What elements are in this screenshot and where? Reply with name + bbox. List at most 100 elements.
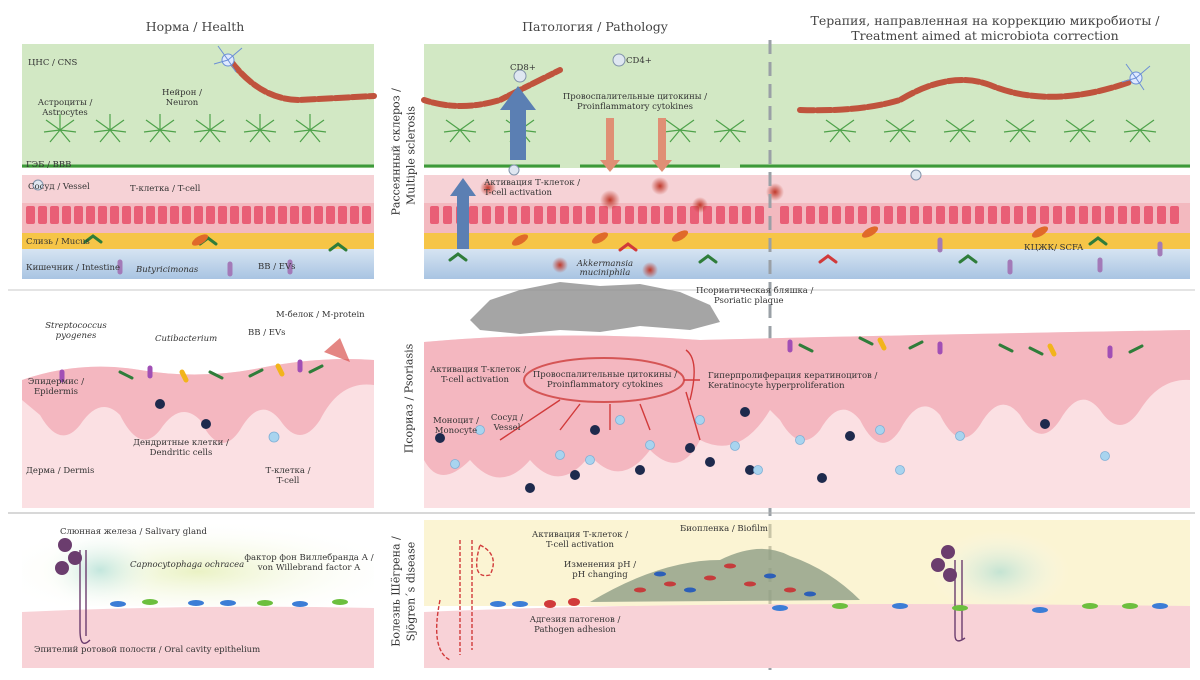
skin-pathology-panel — [424, 330, 1190, 508]
epidermis-layer-pathology — [424, 330, 1190, 478]
label-akkermansia-1: Akkermansia — [576, 259, 634, 269]
oral-bacteria — [110, 600, 1168, 613]
label-monocyte-1: Моноцит / — [432, 416, 479, 426]
label-tcell-activation-2: T-cell activation — [484, 188, 552, 198]
neuron-cell-bodies — [213, 45, 1151, 91]
label-sj-tcell-activation-1: Активация Т-клеток / — [531, 530, 629, 540]
label-capnocytophaga: Capnocytophaga ochracea — [130, 560, 245, 570]
skin-bacteria — [59, 336, 1144, 383]
label-salivary-gland: Слюнная железа / Salivary gland — [60, 527, 207, 537]
label-dendritic-1: Дендритные клетки / — [133, 438, 229, 448]
label-plaque-1: Псориатическая бляшка / — [696, 286, 814, 296]
label-epidermis-2: Epidermis — [33, 387, 79, 397]
label-evs-skin: ВВ / EVs — [248, 328, 286, 338]
label-cutibacterium: Cutibacterium — [155, 334, 218, 344]
label-pso-vessel-2: Vessel — [493, 423, 521, 433]
label-cd4: CD4+ — [626, 56, 652, 66]
akkermansia-icons — [191, 226, 1049, 246]
oral-pathology-panel — [424, 520, 1190, 668]
label-butyricimonas: Butyricimonas — [136, 265, 199, 275]
astrocyte-icons — [43, 114, 1157, 143]
label-evs: ВВ / EVs — [258, 262, 296, 272]
label-vwf-1: фактор фон Виллебранда А / — [244, 553, 374, 563]
oral-epithelium — [22, 606, 374, 668]
label-scfa: КЦЖК/ SCFA — [1024, 243, 1084, 253]
gut-bacteria — [83, 234, 1163, 277]
enterocytes-pathology — [430, 206, 1179, 224]
label-tcell-skin-1: Т-клетка / — [265, 466, 311, 476]
salivary-gland-icons — [55, 538, 957, 582]
ms-health-panel — [22, 44, 374, 279]
label-m-protein: М-белок / M-protein — [276, 310, 365, 320]
row-label-sjogren-2: Sjögren´s disease — [404, 541, 418, 642]
skin-health-panel — [22, 359, 374, 508]
label-pso-cytokines-2: Proinflammatory cytokines — [547, 380, 663, 390]
neuron-axons — [227, 57, 1133, 114]
vessel-area — [22, 175, 374, 203]
epidermis-layer — [22, 359, 374, 443]
enterocytes — [26, 206, 371, 224]
dendritic-cell-icons — [155, 399, 1050, 493]
label-sj-tcell-activation-2: T-cell activation — [546, 540, 614, 550]
label-pso-tcell-activation-1: Активация Т-клеток / — [430, 365, 527, 375]
label-monocyte-2: Monocyte — [434, 426, 478, 436]
ms-arrows — [450, 86, 672, 249]
label-cytokines-1: Провоспалительные цитокины / — [562, 92, 708, 102]
psoriatic-plaque — [470, 282, 720, 334]
label-adhesion-1: Адгезия патогенов / — [529, 615, 621, 625]
label-plaque-2: Psoriatic plaque — [714, 296, 784, 306]
label-astrocytes-2: Astrocytes — [42, 108, 88, 118]
label-streptococcus-2: pyogenes — [55, 331, 97, 341]
label-dendritic-2: Dendritic cells — [149, 448, 213, 458]
t-cell-skin-icons — [268, 415, 1110, 475]
label-pso-tcell-activation-2: T-cell activation — [441, 375, 509, 385]
label-cytokines-2: Proinflammatory cytokines — [577, 102, 693, 112]
header-health: Норма / Health — [145, 19, 245, 34]
label-tcell-skin-2: T-cell — [276, 476, 300, 486]
t-cell-icons — [32, 53, 922, 191]
label-pso-vessel-1: Сосуд / — [490, 413, 524, 423]
label-dermis: Дерма / Dermis — [26, 466, 95, 476]
oral-bacteria-green — [142, 599, 1138, 611]
label-hyperproliferation-1: Гиперпролиферация кератиноцитов / — [708, 371, 878, 381]
cytokine-blobs — [480, 177, 784, 278]
label-pso-cytokines-1: Провоспалительные цитокины / — [532, 370, 678, 380]
row-label-psoriasis: Псориаз / Psoriasis — [402, 343, 416, 454]
header-therapy-line1: Терапия, направленная на коррекцию микро… — [810, 13, 1160, 28]
label-epidermis-1: Эпидермис / — [27, 377, 85, 387]
label-astrocytes-1: Астроциты / — [37, 98, 93, 108]
ms-pathology-panel — [424, 44, 1190, 279]
gland-pathology — [435, 540, 494, 661]
header-pathology: Патология / Pathology — [522, 19, 668, 34]
m-protein-icon — [324, 338, 350, 362]
label-neuron-2: Neuron — [165, 98, 199, 108]
biofilm-bacteria-blue — [654, 571, 816, 597]
label-bbb: ГЭБ / BBB — [26, 160, 72, 170]
label-akkermansia-2: muciniphila — [579, 268, 631, 278]
row-label-ms-1: Рассеянный склероз / — [389, 88, 403, 216]
label-neuron-1: Нейрон / — [162, 88, 202, 98]
label-hyperproliferation-2: Keratinocyte hyperproliferation — [708, 381, 845, 391]
label-intestine: Кишечник / Intestine — [26, 263, 120, 273]
duct-lines — [79, 550, 966, 644]
label-ph-1: Изменения pH / — [563, 560, 637, 570]
header-therapy-line2: Treatment aimed at microbiota correction — [851, 28, 1119, 43]
label-oral-epithelium: Эпителий ротовой полости / Oral cavity e… — [34, 645, 261, 655]
label-cns: ЦНС / CNS — [28, 58, 78, 68]
label-tcell: Т-клетка / T-cell — [130, 184, 201, 194]
adhesion-icons — [544, 598, 580, 608]
label-tcell-activation-1: Активация Т-клеток / — [484, 178, 581, 188]
label-ph-2: pH changing — [572, 570, 628, 580]
label-mucus: Слизь / Mucus — [26, 237, 90, 247]
row-label-sjogren-1: Болезнь Шёгрена / — [389, 536, 403, 647]
label-vwf-2: von Willebrand factor A — [257, 563, 361, 573]
label-biofilm: Биопленка / Biofilm — [680, 524, 768, 534]
label-cd8: CD8+ — [510, 63, 536, 73]
row-label-ms-2: Multiple sclerosis — [404, 106, 418, 205]
biofilm-bacteria — [634, 563, 796, 593]
cytokine-arrows — [499, 349, 701, 441]
label-vessel: Сосуд / Vessel — [28, 182, 90, 192]
label-adhesion-2: Pathogen adhesion — [534, 625, 616, 635]
cns-area — [22, 44, 374, 168]
